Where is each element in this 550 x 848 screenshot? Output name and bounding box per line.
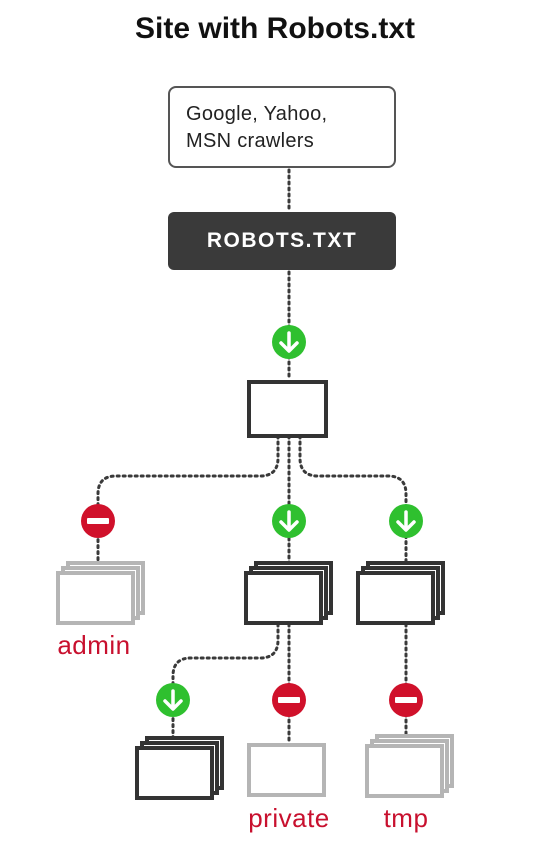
tmp-label: tmp <box>383 803 429 833</box>
middle-folder <box>244 561 333 625</box>
private-label: private <box>248 803 330 833</box>
crawlers-box: Google, Yahoo, MSN crawlers <box>168 86 396 168</box>
diagram-title: Site with Robots.txt <box>135 12 415 45</box>
down-arrow-icon <box>156 683 190 717</box>
tmp-folder <box>365 734 454 798</box>
no-entry-icon <box>389 683 423 717</box>
crawlers-line-2: MSN crawlers <box>186 130 315 152</box>
admin-folder <box>56 561 145 625</box>
robots-txt-box: ROBOTS.TXT <box>168 212 396 270</box>
left-sub-folder <box>135 736 224 800</box>
connector-middle-leftsub <box>171 622 280 742</box>
down-arrow-icon <box>389 504 423 538</box>
no-entry-icon <box>272 683 306 717</box>
crawlers-line-1: Google, Yahoo, <box>186 103 328 125</box>
private-folder <box>247 743 326 797</box>
no-entry-icon <box>81 504 115 538</box>
connector-root-admin <box>96 434 280 566</box>
right-folder <box>356 561 445 625</box>
connector-root-right <box>298 434 408 570</box>
down-arrow-icon <box>272 504 306 538</box>
down-arrow-icon <box>272 325 306 359</box>
root-page <box>247 380 328 438</box>
admin-label: admin <box>57 630 131 660</box>
